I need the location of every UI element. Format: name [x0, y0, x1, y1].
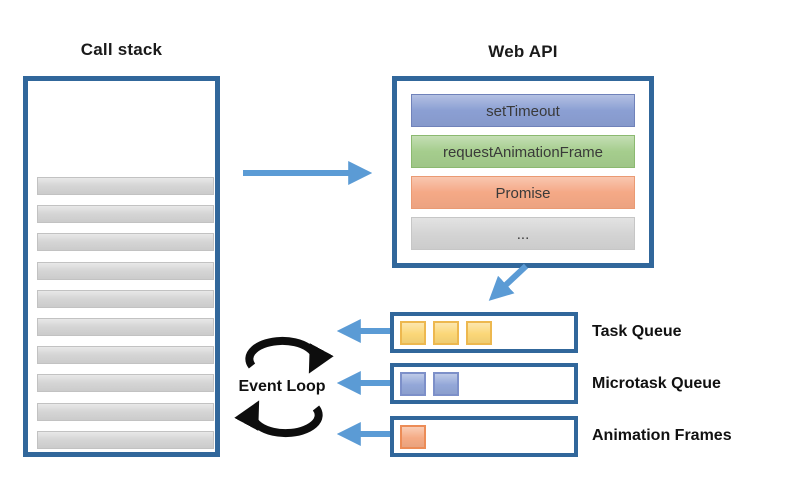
queue-item	[400, 371, 426, 396]
stack-frame	[37, 402, 214, 421]
task-queue-label: Task Queue	[592, 323, 682, 340]
microtask-queue-label: Microtask Queue	[592, 375, 721, 392]
web-api-item: requestAnimationFrame	[411, 135, 635, 168]
call-stack-frames	[28, 81, 215, 452]
stack-frame	[37, 346, 214, 365]
web-api-item: setTimeout	[411, 94, 635, 127]
stack-frame	[37, 177, 214, 195]
call-stack-title: Call stack	[80, 40, 163, 59]
animation-frames-box	[390, 416, 578, 457]
queue-item	[466, 320, 492, 345]
event-loop-label: Event Loop	[238, 378, 326, 395]
web-api-item: ...	[411, 217, 635, 250]
arrow-webapi-to-taskqueue	[488, 263, 529, 301]
stack-frame	[37, 430, 214, 449]
stack-frame	[37, 289, 214, 308]
call-stack-box	[23, 76, 220, 457]
stack-frame	[37, 233, 214, 252]
microtask-queue-box	[390, 363, 578, 404]
task-queue-items	[394, 316, 492, 349]
animation-frames-items	[394, 420, 426, 453]
queue-item	[433, 371, 459, 396]
queue-item	[433, 320, 459, 345]
web-api-title: Web API	[488, 42, 558, 61]
stack-frame	[37, 261, 214, 280]
microtask-queue-items	[394, 367, 459, 400]
animation-frames-label: Animation Frames	[592, 427, 732, 444]
stack-frame	[37, 374, 214, 393]
web-api-item: Promise	[411, 176, 635, 209]
task-queue-box	[390, 312, 578, 353]
stack-frame	[37, 205, 214, 224]
stack-frame	[37, 318, 214, 336]
queue-item	[400, 424, 426, 449]
queue-item	[400, 320, 426, 345]
